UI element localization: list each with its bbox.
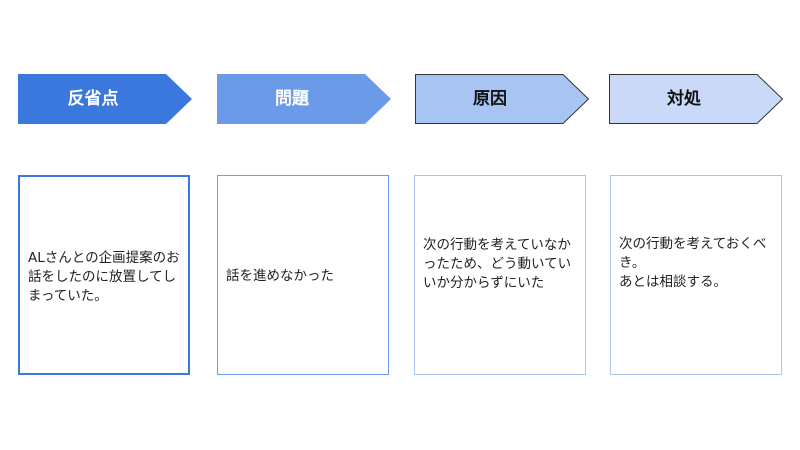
step-arrow-countermeasure: 対処 (609, 74, 784, 124)
step-label-reflection: 反省点 (67, 89, 119, 109)
card-reflection: ALさんとの企画提案のお話をしたのに放置してしまっていた。 (18, 175, 190, 375)
chevron-arrow-shape (609, 74, 784, 124)
step-arrow-reflection: 反省点 (18, 74, 192, 124)
step-arrow-cause: 原因 (415, 74, 590, 124)
card-text-cause: 次の行動を考えていなかったため、どう動いていいか分からずにいた (423, 236, 572, 291)
step-arrow-problem: 問題 (217, 74, 391, 124)
card-text-countermeasure: 次の行動を考えておくべき。 あとは相談する。 (619, 235, 767, 290)
chevron-arrow-shape (415, 74, 590, 124)
card-text-problem: 話を進めなかった (226, 267, 334, 284)
step-label-problem: 問題 (275, 89, 309, 109)
chevron-arrow-shape (18, 74, 192, 124)
step-label-countermeasure: 対処 (667, 89, 701, 109)
step-label-cause: 原因 (473, 89, 507, 109)
chevron-arrow-shape (217, 74, 391, 124)
card-countermeasure: 次の行動を考えておくべき。 あとは相談する。 (610, 175, 782, 375)
card-problem: 話を進めなかった (217, 175, 389, 375)
card-cause: 次の行動を考えていなかったため、どう動いていいか分からずにいた (414, 175, 586, 375)
card-text-reflection: ALさんとの企画提案のお話をしたのに放置してしまっていた。 (28, 249, 180, 304)
